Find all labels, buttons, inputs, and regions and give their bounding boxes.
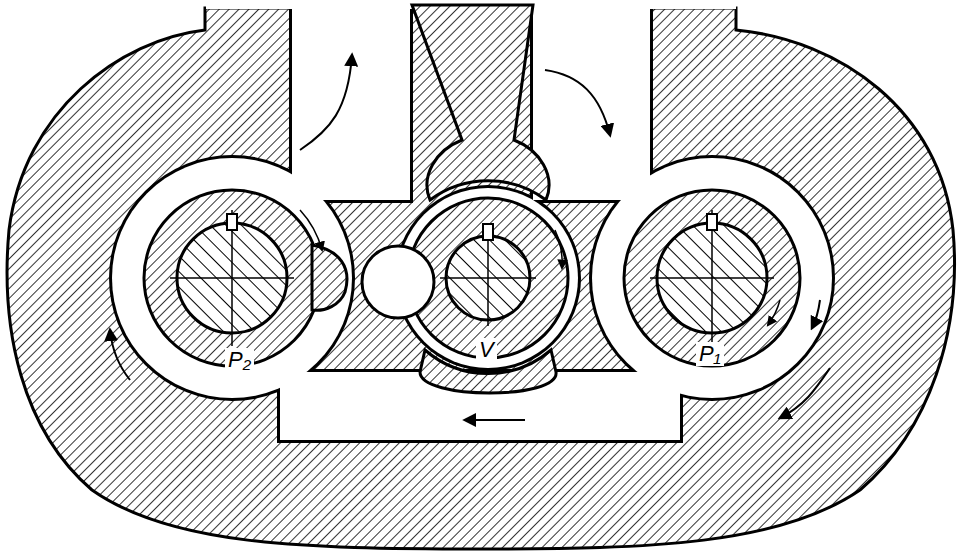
flow-arrow bbox=[110, 55, 830, 420]
part-label: V bbox=[476, 338, 497, 362]
fluid-channel-outline bbox=[112, 0, 832, 440]
port-divider bbox=[412, 5, 549, 200]
part-label: P₂ bbox=[225, 348, 254, 372]
vane-rotor bbox=[362, 198, 568, 358]
part-label: P₁ bbox=[696, 342, 724, 366]
rotor bbox=[144, 190, 347, 366]
rotor bbox=[624, 190, 800, 366]
fluid-channel bbox=[112, 0, 832, 440]
